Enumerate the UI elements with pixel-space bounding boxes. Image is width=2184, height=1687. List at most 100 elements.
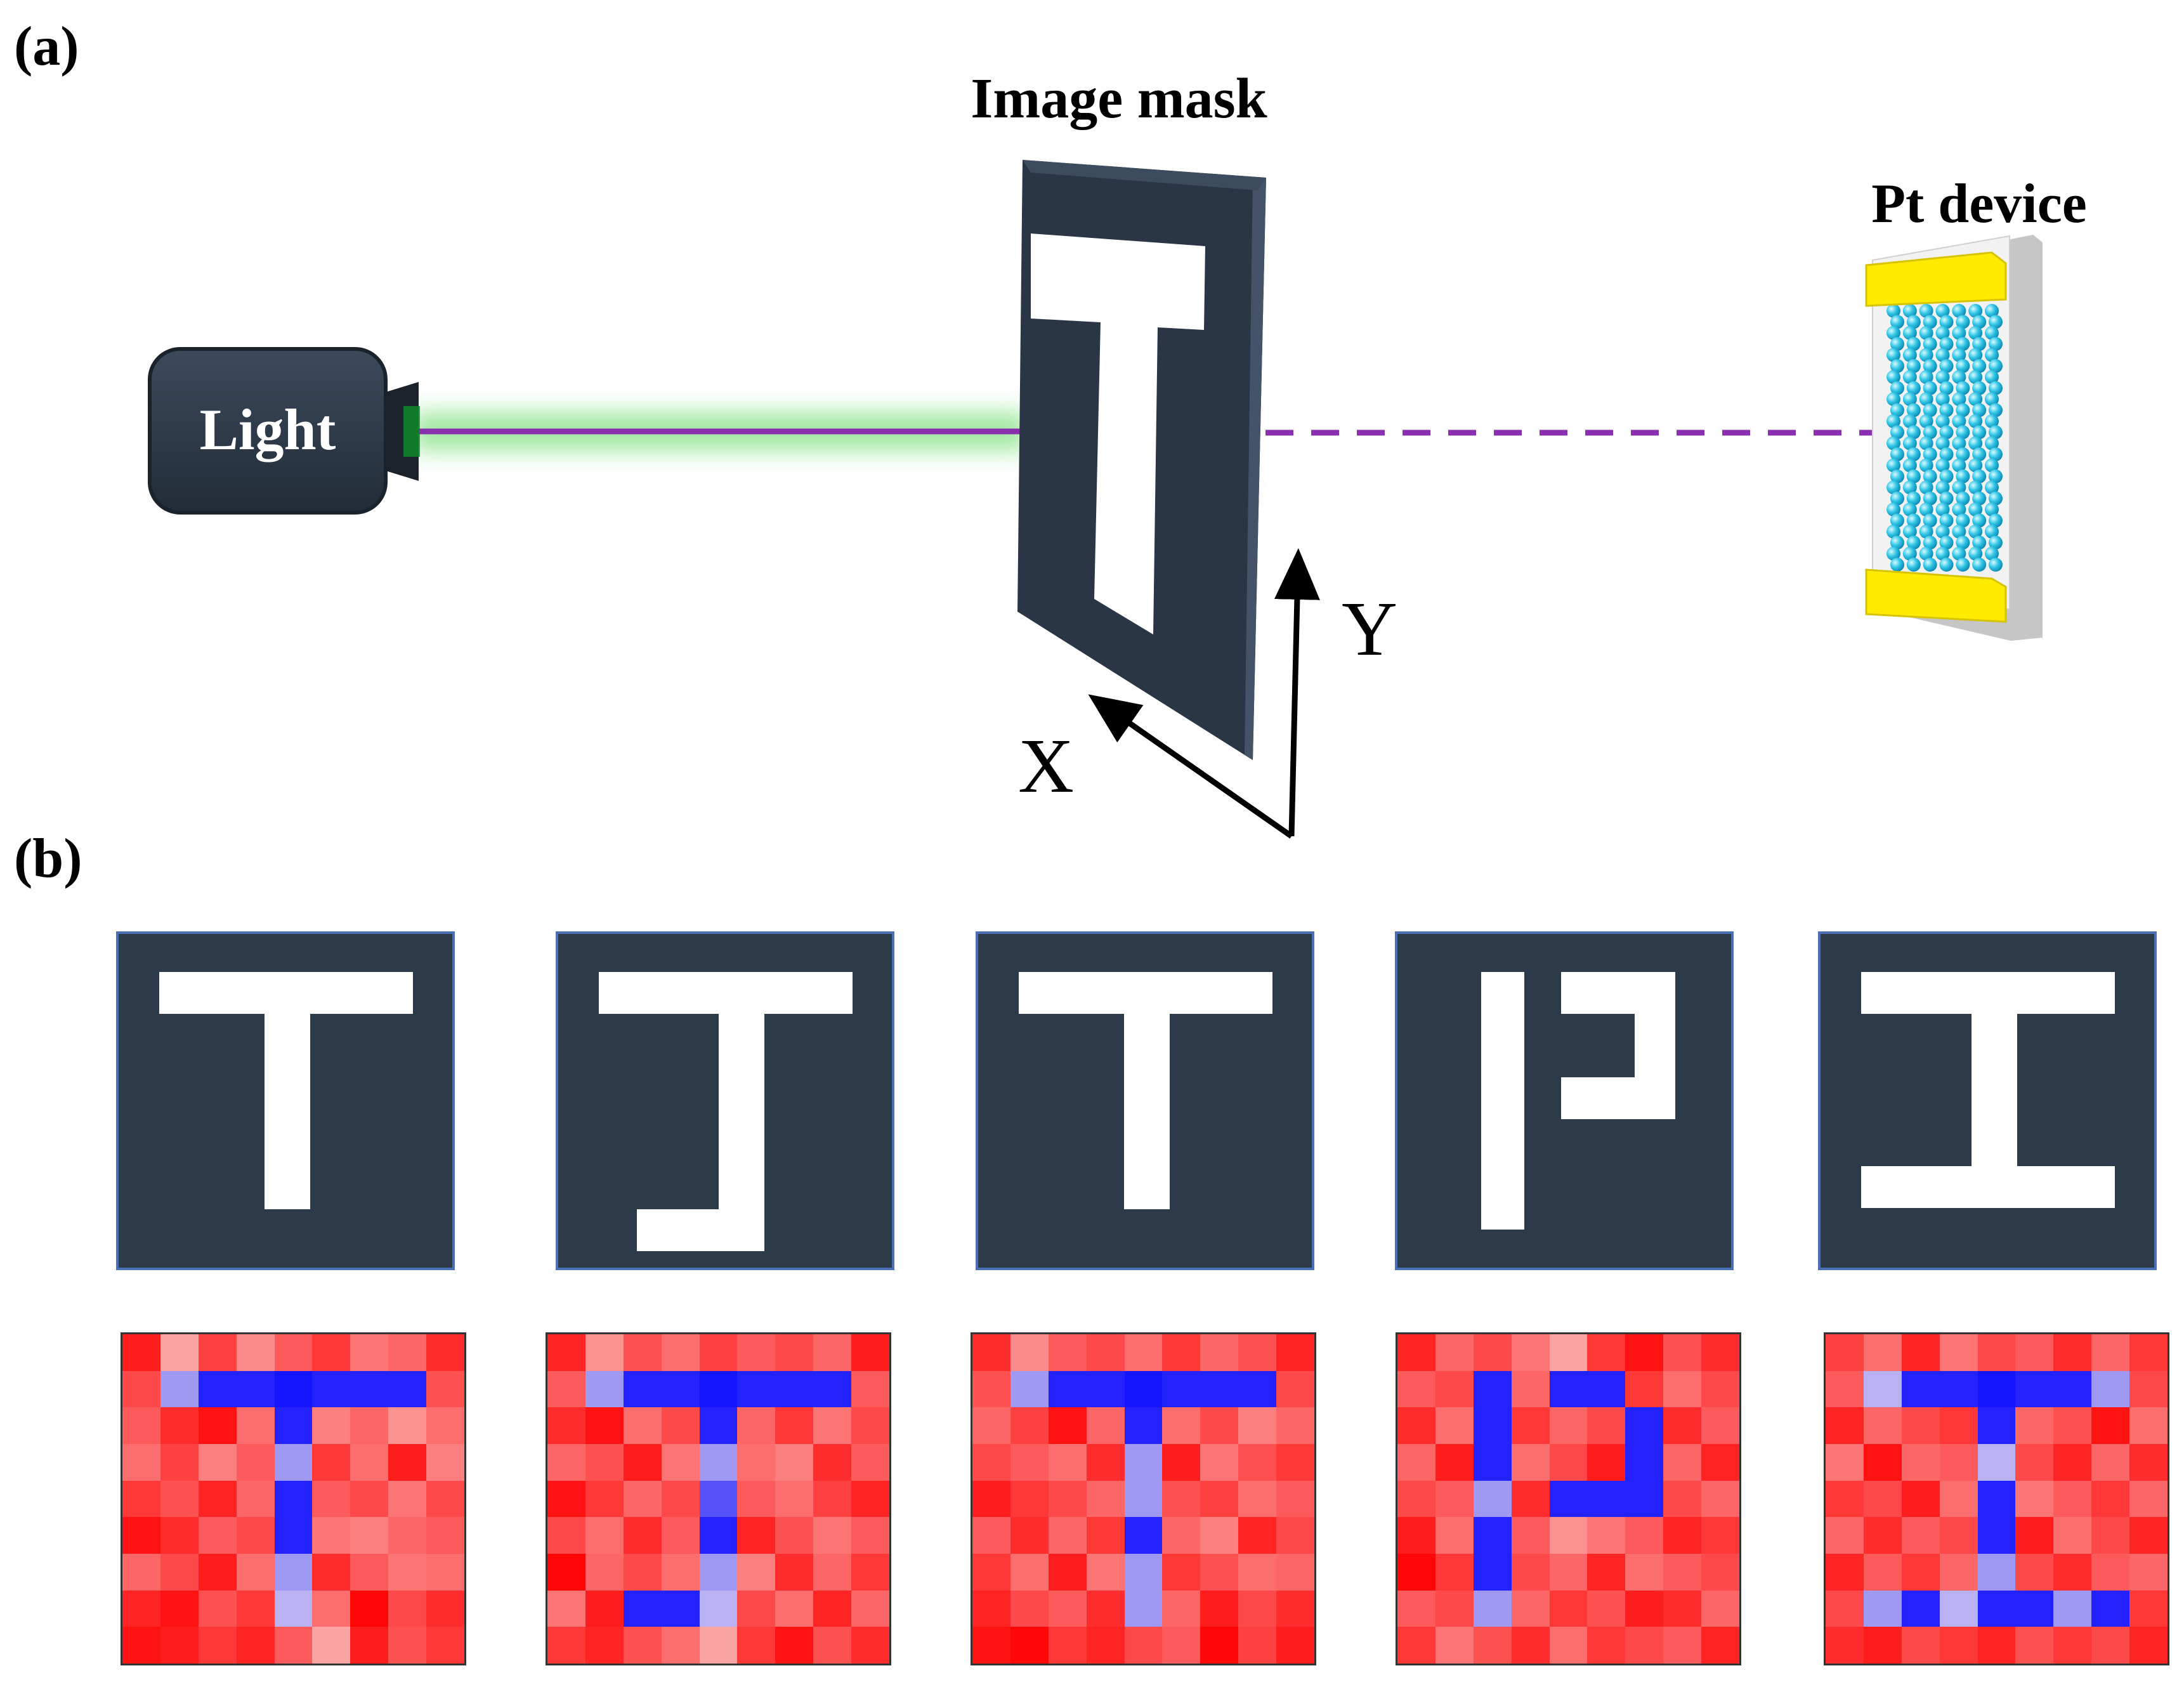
response-map-pixel <box>1048 1517 1087 1554</box>
nanoparticle <box>1935 502 1950 517</box>
response-map-pixel <box>1048 1590 1087 1627</box>
nanoparticle <box>1952 524 1966 539</box>
response-map-pixel <box>350 1590 389 1627</box>
response-map-pixel <box>1939 1370 1978 1408</box>
response-map-pixel <box>547 1407 585 1444</box>
nanoparticle <box>1890 513 1904 528</box>
response-map-pixel <box>1162 1334 1201 1371</box>
pt-device: Pt device <box>1865 173 2087 641</box>
response-map-pixel <box>1048 1480 1087 1518</box>
response-map-pixel <box>813 1444 852 1481</box>
nanoparticle <box>1972 403 1987 417</box>
response-map-pixel <box>426 1334 464 1371</box>
response-map-pixel <box>2053 1370 2092 1408</box>
response-map-pixel <box>198 1334 237 1371</box>
nanoparticle <box>1919 325 1933 340</box>
response-map-pixel <box>972 1334 1010 1371</box>
mask-letter-stroke <box>1561 1077 1644 1119</box>
response-map-pixel <box>1977 1334 2016 1371</box>
response-map-pixel <box>2129 1517 2168 1554</box>
nanoparticle <box>1956 447 1970 462</box>
response-map-pixel <box>1939 1627 1978 1664</box>
response-map-pixel <box>350 1480 389 1518</box>
nanoparticle <box>1989 491 2003 506</box>
nanoparticle <box>1902 480 1917 495</box>
response-map-pixel <box>1587 1407 1626 1444</box>
response-map-pixel <box>661 1444 700 1481</box>
response-map-pixel <box>426 1590 464 1627</box>
response-map-pixel <box>388 1627 427 1664</box>
nanoparticle <box>1902 524 1917 539</box>
mask-letter-stroke <box>1561 972 1675 1014</box>
response-map-pixel <box>2129 1554 2168 1591</box>
response-map-pixel <box>1511 1517 1550 1554</box>
nanoparticle <box>1906 425 1921 440</box>
nanoparticle <box>1935 458 1950 473</box>
mask-letter-stroke <box>265 1014 310 1209</box>
response-map-pixel <box>775 1334 814 1371</box>
response-map-pixel <box>1587 1444 1626 1481</box>
response-map-pixel <box>2053 1590 2092 1627</box>
response-map-pixel <box>274 1334 313 1371</box>
nanoparticle <box>1985 348 1999 362</box>
mask-letter-stroke <box>1019 972 1272 1014</box>
response-map-pixel <box>1901 1334 1940 1371</box>
response-map-pixel <box>198 1407 237 1444</box>
nanoparticle <box>1919 502 1933 517</box>
response-map-pixel <box>2129 1480 2168 1518</box>
response-map-pixel <box>388 1370 427 1408</box>
nanoparticle <box>1968 304 1983 318</box>
nanoparticle <box>1956 315 1970 329</box>
nanoparticle <box>1952 546 1966 561</box>
nanoparticle <box>1939 535 1954 550</box>
response-map-pixel <box>1124 1334 1163 1371</box>
response-map-pixel <box>1663 1627 1702 1664</box>
nanoparticle <box>1919 348 1933 362</box>
nanoparticle <box>1972 535 1987 550</box>
image-mask-title: Image mask <box>971 67 1267 130</box>
response-map-pixel <box>160 1480 199 1518</box>
response-map-pixel <box>1010 1480 1049 1518</box>
response-map-pixel <box>388 1590 427 1627</box>
nanoparticle <box>1935 325 1950 340</box>
response-map-pixel <box>1939 1407 1978 1444</box>
response-map-pixel <box>1549 1590 1588 1627</box>
nanoparticle <box>1890 469 1904 483</box>
response-map-pixel <box>1124 1370 1163 1408</box>
response-map-pixel <box>1587 1627 1626 1664</box>
response-map-pixel <box>623 1334 662 1371</box>
mask-tile-j <box>556 931 894 1270</box>
response-map-pixel <box>775 1370 814 1408</box>
response-map-pixel <box>623 1554 662 1591</box>
response-map-pixel <box>1200 1370 1239 1408</box>
response-map-pixel <box>1238 1444 1277 1481</box>
response-map-pixel <box>737 1517 776 1554</box>
response-map-pixel <box>1397 1480 1435 1518</box>
response-map-pixel <box>312 1334 351 1371</box>
bottom-electrode <box>1865 568 2007 623</box>
nanoparticle <box>1956 425 1970 440</box>
response-map-pixel <box>1511 1554 1550 1591</box>
response-map-pixel <box>1587 1590 1626 1627</box>
nanoparticle <box>1968 502 1983 517</box>
nanoparticle <box>1985 370 1999 384</box>
nanoparticle-array <box>1886 304 2003 572</box>
response-map-pixel <box>1826 1590 1864 1627</box>
response-map-pixel <box>1511 1370 1550 1408</box>
response-map-pixel <box>2129 1627 2168 1664</box>
response-map-pixel <box>1435 1627 1474 1664</box>
response-map-pixel <box>1625 1407 1664 1444</box>
response-map-pixel <box>1048 1407 1087 1444</box>
response-map-pixel <box>1124 1444 1163 1481</box>
response-map-pixel <box>1435 1407 1474 1444</box>
response-map-pixel <box>1010 1554 1049 1591</box>
response-map-pixel <box>972 1444 1010 1481</box>
response-map-pixel <box>1397 1370 1435 1408</box>
response-map-pixel <box>1625 1517 1664 1554</box>
nanoparticle <box>1952 370 1966 384</box>
response-map-pixel <box>1473 1517 1512 1554</box>
nanoparticle <box>1919 458 1933 473</box>
response-map-pixel <box>972 1407 1010 1444</box>
response-map-pixel <box>699 1444 738 1481</box>
